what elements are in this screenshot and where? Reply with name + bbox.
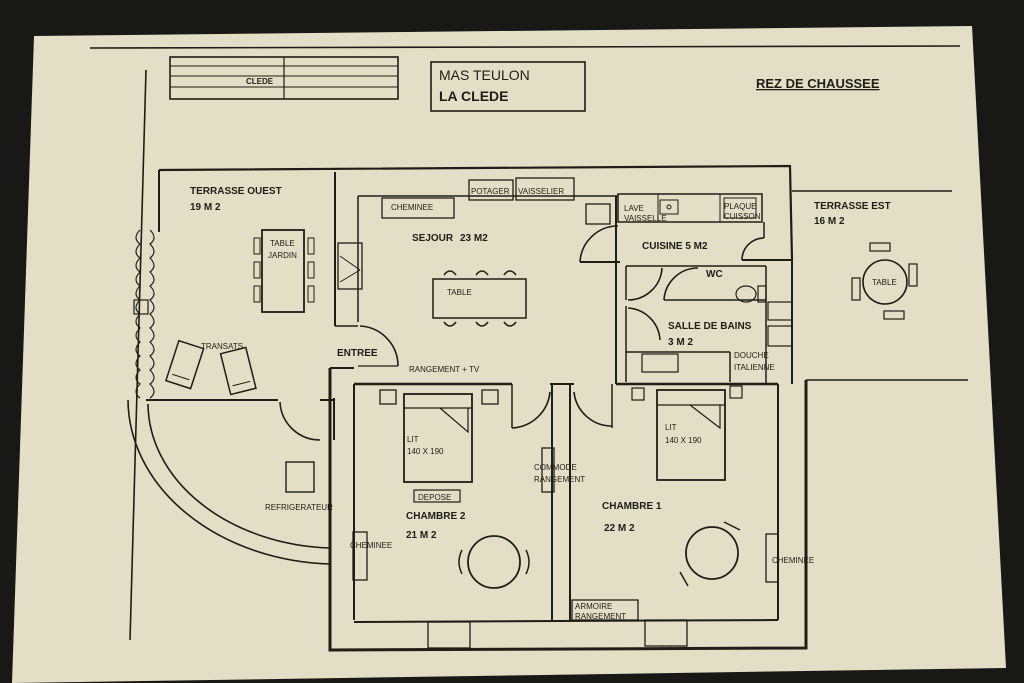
wc-name: WC	[706, 269, 723, 280]
table-jardin-label-2: JARDIN	[268, 251, 297, 260]
douche-label-2: ITALIENNE	[734, 363, 775, 372]
potager-label: POTAGER	[471, 187, 510, 196]
cheminee-sejour-label: CHEMINEE	[391, 203, 433, 212]
lave-label-1: LAVE	[624, 204, 644, 213]
transats-label: TRANSATS	[201, 342, 243, 351]
title-line-2: LA CLEDE	[439, 88, 508, 104]
house-outer-wall	[158, 164, 794, 261]
lit1-label-1: LIT	[665, 423, 677, 432]
cheminee-ch1-label: CHEMINEE	[772, 556, 814, 565]
chambre2-area: 21 M 2	[406, 530, 437, 541]
table-sejour-label: TABLE	[447, 288, 472, 297]
paper-sheet	[12, 26, 1006, 683]
commode-label-1: COMMODE	[534, 463, 577, 472]
clede-label: CLEDE	[246, 77, 274, 86]
terrasse-ouest-area: 19 M 2	[190, 202, 221, 213]
vaisselier-label: VAISSELIER	[518, 187, 564, 196]
title-box	[430, 61, 586, 112]
terrasse-est-area: 16 M 2	[814, 216, 845, 227]
plaque-label-2: CUISSON	[724, 212, 761, 221]
depose-label: DEPOSE	[418, 493, 451, 502]
commode-label-2: RANGEMENT	[534, 475, 585, 484]
armoire-label-2: RANGEMENT	[575, 612, 626, 621]
lit2-label-1: LIT	[407, 435, 419, 444]
entree-label: ENTREE	[337, 348, 378, 359]
sejour-name: SEJOUR	[412, 233, 454, 244]
douche-label-1: DOUCHE	[734, 351, 769, 360]
table-jardin-label-1: TABLE	[270, 239, 295, 248]
salle-de-bains-name: SALLE DE BAINS	[668, 321, 752, 332]
rangement-tv-label: RANGEMENT + TV	[409, 365, 480, 374]
armoire-label-1: ARMOIRE	[575, 602, 612, 611]
terrasse-ouest-name: TERRASSE OUEST	[190, 186, 282, 197]
chambre1-name: CHAMBRE 1	[602, 501, 662, 512]
lit1-label-2: 140 X 190	[665, 436, 702, 445]
lit2-label-2: 140 X 190	[407, 447, 444, 456]
terrasse-est-name: TERRASSE EST	[814, 201, 891, 212]
lave-label-2: VAISSELLE	[624, 214, 667, 223]
refrigerateur-label: REFRIGERATEUR	[265, 503, 333, 512]
sejour-area: 23 M2	[460, 233, 488, 244]
plan-drawing	[89, 45, 968, 652]
cuisine-name: CUISINE 5 M2	[642, 241, 708, 252]
salle-de-bains-area: 3 M 2	[668, 337, 693, 348]
chambre1-area: 22 M 2	[604, 523, 635, 534]
chambre2-name: CHAMBRE 2	[406, 511, 466, 522]
plaque-label-1: PLAQUE	[724, 202, 756, 211]
title-line-1: MAS TEULON	[439, 67, 530, 83]
cheminee-ch2-label: CHEMINEE	[350, 541, 392, 550]
bedrooms-wall	[328, 368, 808, 652]
level-heading: REZ DE CHAUSSEE	[756, 76, 880, 91]
table-est-label: TABLE	[872, 278, 897, 287]
